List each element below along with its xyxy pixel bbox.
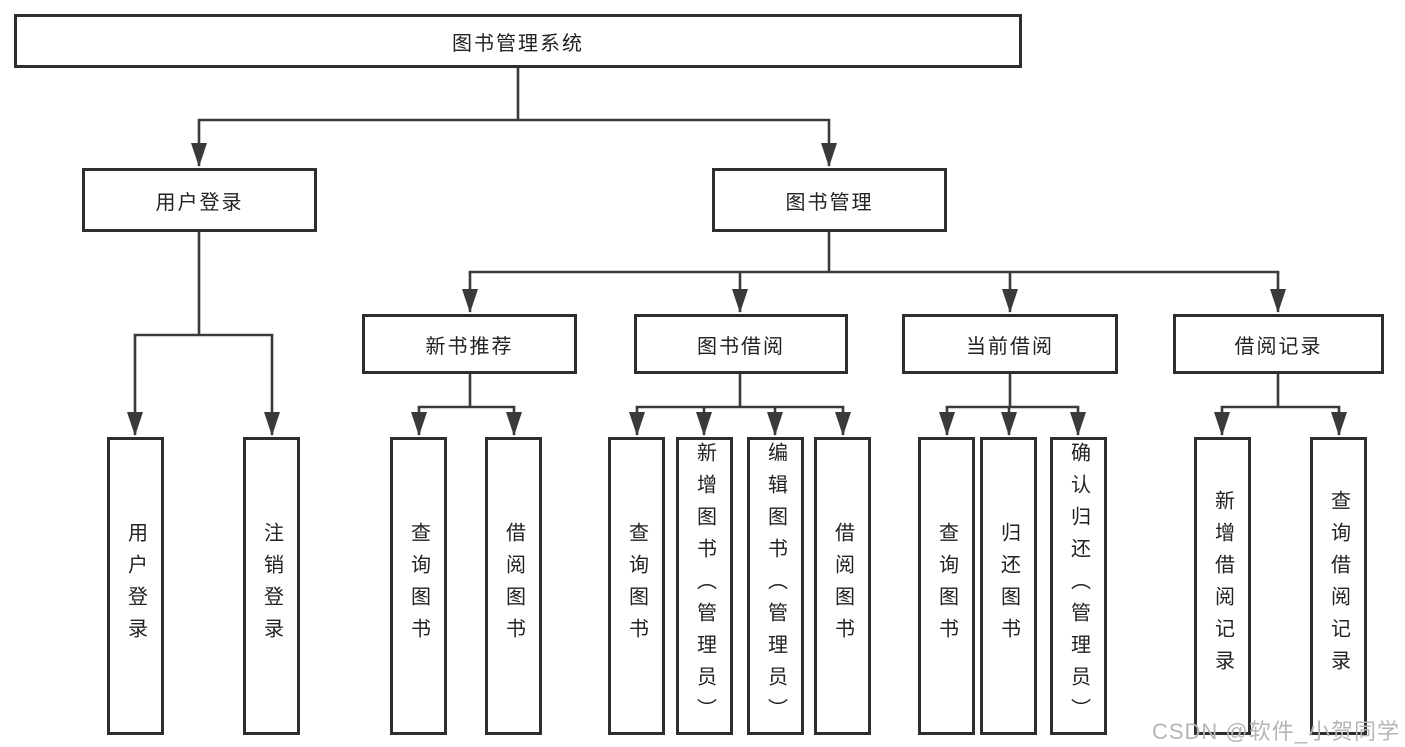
leaf-add-book-admin: 新增图书（管理员） bbox=[676, 437, 733, 735]
leaf-query-borrow-record: 查询借阅记录 bbox=[1310, 437, 1367, 735]
leaf-label: 查询图书 bbox=[407, 522, 430, 650]
leaf-borrow-books-recommend: 借阅图书 bbox=[485, 437, 542, 735]
leaf-label: 注销登录 bbox=[260, 522, 283, 650]
leaf-label: 借阅图书 bbox=[831, 522, 854, 650]
leaf-label: 新增图书（管理员） bbox=[693, 442, 716, 730]
node-label: 新书推荐 bbox=[425, 335, 514, 358]
leaf-return-book: 归还图书 bbox=[980, 437, 1037, 735]
leaf-label: 借阅图书 bbox=[502, 522, 525, 650]
leaf-label: 确认归还（管理员） bbox=[1067, 442, 1090, 730]
leaf-query-books-recommend: 查询图书 bbox=[390, 437, 447, 735]
leaf-query-books-current: 查询图书 bbox=[918, 437, 975, 735]
node-new-book-recommend: 新书推荐 bbox=[362, 314, 577, 374]
node-label: 借阅记录 bbox=[1234, 335, 1323, 358]
leaf-logout: 注销登录 bbox=[243, 437, 300, 735]
leaf-label: 查询借阅记录 bbox=[1327, 490, 1350, 682]
leaf-edit-book-admin: 编辑图书（管理员） bbox=[747, 437, 804, 735]
node-user-login: 用户登录 bbox=[82, 168, 317, 232]
node-book-management: 图书管理 bbox=[712, 168, 947, 232]
leaf-label: 新增借阅记录 bbox=[1211, 490, 1234, 682]
leaf-label: 用户登录 bbox=[124, 522, 147, 650]
leaf-label: 查询图书 bbox=[935, 522, 958, 650]
csdn-watermark: CSDN @软件_小贺同学 bbox=[1151, 719, 1400, 744]
node-label: 图书借阅 bbox=[697, 335, 785, 358]
node-label: 图书管理系统 bbox=[452, 32, 584, 55]
node-book-borrow: 图书借阅 bbox=[634, 314, 848, 374]
leaf-user-login: 用户登录 bbox=[107, 437, 164, 735]
node-library-system: 图书管理系统 bbox=[14, 14, 1022, 68]
node-label: 用户登录 bbox=[155, 191, 244, 214]
leaf-borrow-books: 借阅图书 bbox=[814, 437, 871, 735]
node-borrow-records: 借阅记录 bbox=[1173, 314, 1384, 374]
leaf-label: 查询图书 bbox=[625, 522, 648, 650]
node-label: 图书管理 bbox=[785, 191, 874, 214]
leaf-label: 归还图书 bbox=[997, 522, 1020, 650]
leaf-add-borrow-record: 新增借阅记录 bbox=[1194, 437, 1251, 735]
leaf-label: 编辑图书（管理员） bbox=[764, 442, 787, 730]
node-current-borrow: 当前借阅 bbox=[902, 314, 1118, 374]
leaf-query-books-borrow: 查询图书 bbox=[608, 437, 665, 735]
leaf-confirm-return-admin: 确认归还（管理员） bbox=[1050, 437, 1107, 735]
node-label: 当前借阅 bbox=[966, 335, 1054, 358]
connector-arrows bbox=[127, 120, 1347, 436]
connector-trunks bbox=[133, 68, 1341, 409]
